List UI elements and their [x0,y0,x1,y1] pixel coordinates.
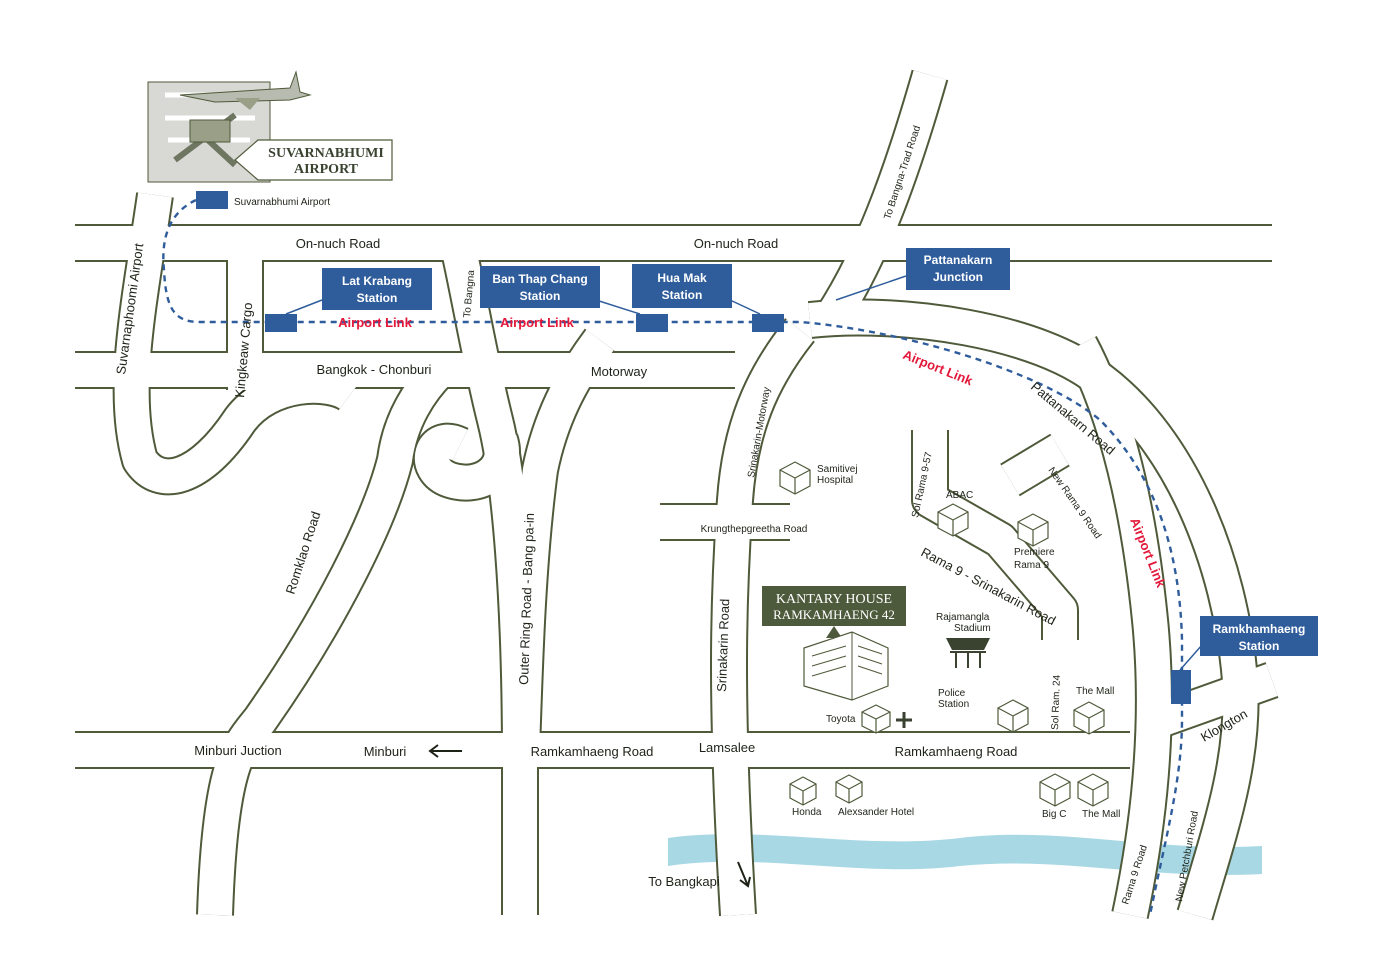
station-callout-pattanakarn[interactable]: Pattanakarn Junction [835,248,1010,301]
hospital-cross-icon [896,712,912,728]
station-word-ramkhamhaeng: Station [1239,639,1280,653]
building-icon-bigc [1039,773,1071,807]
station-callout-hua-mak[interactable]: Hua Mak Station [632,264,761,315]
airport-link-label-3: Airport Link [901,347,976,389]
kantary-building-icon [803,631,889,701]
station-marker-suvarnabhumi[interactable] [196,191,228,209]
road-label-ramkhamhaeng-west: Ramkamhaeng Road [531,744,654,759]
building-icon-alexsander [835,774,863,804]
landmark-label-rajamangla-2: Stadium [954,623,991,634]
station-name-ban-thap-chang: Ban Thap Chang [492,272,587,286]
building-icon-honda [789,776,817,806]
building-icon-themall-1 [1073,701,1105,735]
station-word-lat-krabang: Station [357,291,398,305]
landmark-label-themall-1: The Mall [1076,686,1114,697]
station-callout-ramkhamhaeng[interactable]: Ramkhamhaeng Station [1179,616,1318,671]
landmark-label-police-2: Station [938,699,969,710]
station-callout-ban-thap-chang[interactable]: Ban Thap Chang Station [480,266,641,315]
building-icon-abac [937,503,969,537]
kantary-subtitle: RAMKAMHAENG 42 [773,607,895,622]
landmark-label-alexsander: Alexsander Hotel [838,807,914,818]
kantary-house-sign[interactable]: KANTARY HOUSE RAMKAMHAENG 42 [762,586,906,638]
station-marker-ban-thap-chang[interactable] [636,314,668,332]
road-label-minburi-jct: Minburi Juction [194,743,281,758]
road-label-to-bangkapi: To Bangkapi [648,874,720,889]
landmark-label-rajamangla-1: Rajamangla [936,612,990,623]
arrow-to-minburi-icon [428,744,462,758]
road-label-ramkhamhaeng-east: Ramkamhaeng Road [895,744,1018,759]
river [668,834,1262,875]
airport-link-line [162,198,1184,916]
station-name-hua-mak: Hua Mak [657,271,707,285]
road-label-romklao: Romklao Road [283,510,324,596]
road-label-onnuch-2: On-nuch Road [694,236,779,251]
landmark-label-themall-2: The Mall [1082,809,1120,820]
landmark-label-samitivej-2: Hospital [817,475,853,486]
landmark-label-samitivej-1: Samitivej [817,464,858,475]
road-label-onnuch-1: On-nuch Road [296,236,381,251]
station-callout-lat-krabang[interactable]: Lat Krabang Station [285,268,432,315]
station-word-hua-mak: Station [662,288,703,302]
landmark-label-honda: Honda [792,807,822,818]
landmark-label-abac: ABAC [946,490,973,501]
landmark-label-toyota: Toyota [826,714,856,725]
airport-title-label: SUVARNABHUMI AIRPORT [234,139,393,181]
road-label-sol-ram24: Sol Ram. 24 [1050,674,1063,730]
station-marker-ramkhamhaeng[interactable] [1171,670,1191,704]
road-label-new-rama9: New Rama 9 Road [1046,465,1103,541]
station-marker-hua-mak[interactable] [752,314,784,332]
kantary-name: KANTARY HOUSE [776,592,892,607]
building-icon-police [997,699,1029,733]
station-word-pattanakarn: Junction [933,270,983,284]
arrow-to-bangkapi-icon [737,861,751,888]
road-label-to-bangna: To Bangna [462,269,477,318]
road-label-srinakarin: Srinakarin Road [714,598,732,692]
station-name-pattanakarn: Pattanakarn [924,253,993,267]
road-label-lamsalee: Lamsalee [699,740,755,755]
building-icon-toyota [861,704,891,734]
road-label-outer-ring: Outer Ring Road - Bang pa-in [516,513,537,685]
station-word-ban-thap-chang: Station [520,289,561,303]
stadium-icon [946,638,990,668]
road-label-motorway: Motorway [591,364,648,379]
airport-link-label-2: Airport Link [500,315,574,330]
landmark-label-premiere-2: Rama 9 [1014,560,1049,571]
building-icon-premiere [1017,513,1049,547]
airport-link-label-1: Airport Link [338,315,412,330]
road-label-krungthep: Krungthepgreetha Road [701,524,808,535]
suvarnabhumi-station-label: Suvarnabhumi Airport [234,197,330,208]
station-name-lat-krabang: Lat Krabang [342,274,412,288]
building-icon-samitivej [779,461,811,495]
road-label-bangkok-chonburi: Bangkok - Chonburi [317,362,432,377]
landmark-label-premiere-1: Premiere [1014,547,1055,558]
road-network [75,69,1279,921]
airport-title-line2: AIRPORT [294,162,359,177]
station-marker-lat-krabang[interactable] [265,314,297,332]
landmark-label-police-1: Police [938,688,966,699]
landmark-label-bigc: Big C [1042,809,1066,820]
station-name-ramkhamhaeng: Ramkhamhaeng [1213,622,1306,636]
road-label-minburi: Minburi [364,744,407,759]
building-icon-themall-2 [1077,773,1109,807]
airport-title-line1: SUVARNABHUMI [268,146,384,161]
